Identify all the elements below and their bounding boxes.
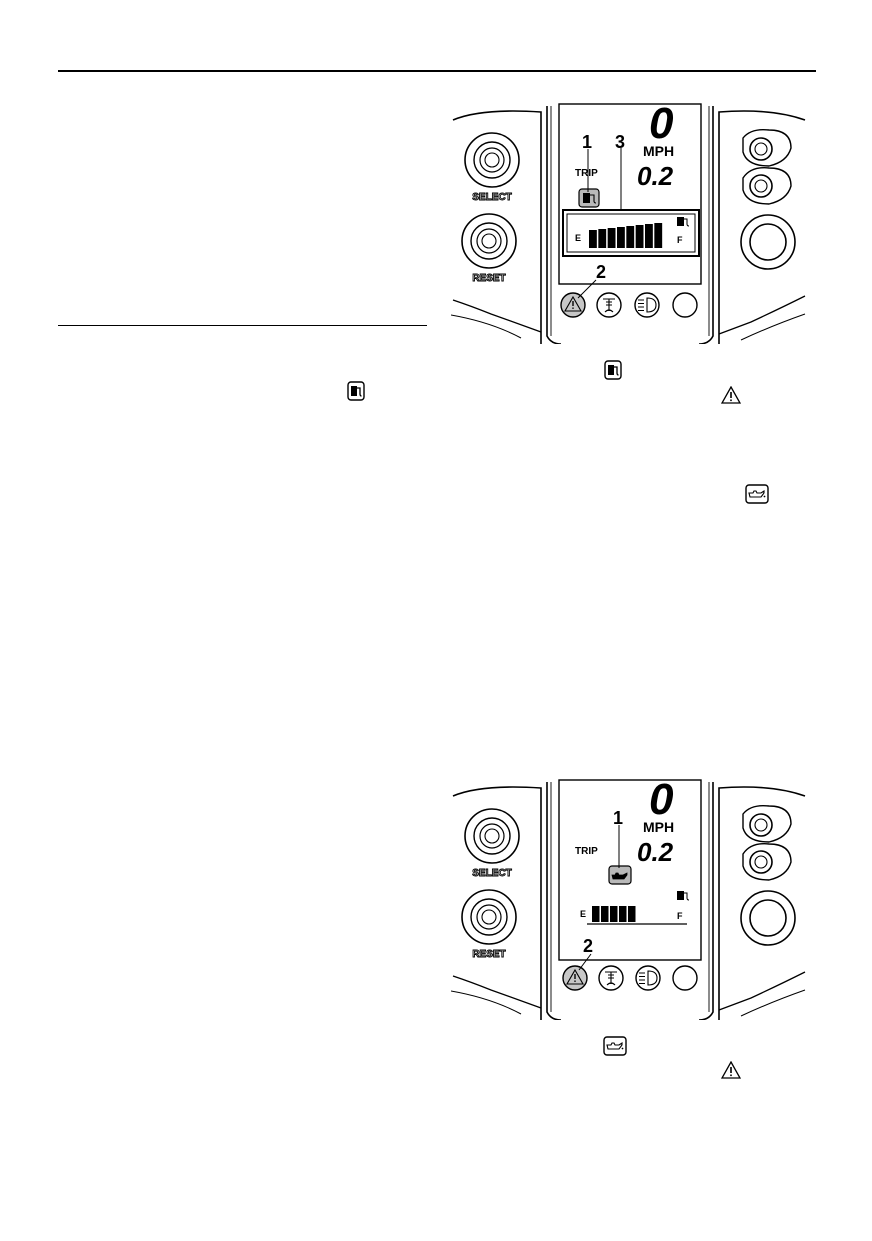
fuel-gauge-segment (654, 223, 663, 248)
right-upper-button[interactable] (749, 137, 773, 161)
instrument-panel-figure-bottom: SELECT RESET 0 MPH 0.2 TRIP E F 1 2 (451, 776, 807, 1020)
speed-digit: 0 (649, 100, 674, 148)
fuel-empty-label: E (575, 233, 581, 243)
select-button[interactable] (464, 132, 520, 188)
select-label: SELECT (472, 868, 511, 879)
odometer-value: 0.2 (637, 837, 674, 867)
fuel-gauge-segment (635, 225, 644, 248)
spare-indicator (672, 965, 698, 991)
right-upper-button[interactable] (749, 813, 773, 837)
fuel-gauge-bars (592, 906, 636, 922)
fuel-gauge-segment (619, 906, 627, 922)
spare-indicator (672, 292, 698, 318)
fuel-gauge-segment (645, 224, 653, 248)
fuel-full-label: F (677, 235, 683, 245)
fuel-full-label: F (677, 911, 683, 921)
fuel-gauge-segment (592, 906, 600, 922)
instrument-panel-drawing: SELECT RESET 0 MPH 0.2 TRIP E F 1 2 (451, 776, 806, 1020)
right-large-button[interactable] (740, 890, 796, 946)
reset-label: RESET (472, 949, 505, 960)
fuel-gauge-segment (598, 229, 607, 248)
fuel-gauge-segment (628, 906, 636, 922)
instrument-panel-figure-top: SELECT RESET 0 MPH 0.2 TRIP E F 1 3 2 (451, 100, 807, 344)
section-rule (58, 325, 427, 326)
header-rule (58, 70, 816, 72)
callout-3: 3 (615, 132, 625, 152)
fuel-empty-label: E (580, 909, 586, 919)
trip-label: TRIP (575, 846, 598, 857)
callout-2: 2 (596, 262, 606, 282)
fuel-gauge-bars (589, 223, 663, 248)
fuel-icon (347, 381, 365, 401)
select-label: SELECT (472, 192, 511, 203)
oil-icon (745, 484, 769, 504)
speed-digit: 0 (649, 776, 674, 824)
odometer-value: 0.2 (637, 161, 674, 191)
fuel-icon (604, 360, 622, 380)
right-large-button[interactable] (740, 214, 796, 270)
right-middle-button[interactable] (749, 174, 773, 198)
reset-button[interactable] (461, 213, 517, 269)
fuel-gauge-segment (610, 906, 618, 922)
callout-1: 1 (613, 808, 623, 828)
warning-icon (721, 1061, 741, 1079)
reset-button[interactable] (461, 889, 517, 945)
right-middle-button[interactable] (749, 850, 773, 874)
reset-label: RESET (472, 273, 505, 284)
trip-label: TRIP (575, 168, 598, 179)
oil-icon (603, 1036, 627, 1056)
callout-1: 1 (582, 132, 592, 152)
fuel-gauge-segment (607, 228, 616, 248)
instrument-panel-drawing: SELECT RESET 0 MPH 0.2 TRIP E F 1 3 2 (451, 100, 806, 344)
select-button[interactable] (464, 808, 520, 864)
fuel-gauge-segment (626, 226, 635, 248)
speed-unit: MPH (643, 143, 674, 159)
fuel-gauge-segment (589, 230, 597, 248)
fuel-gauge-segment (617, 227, 625, 248)
callout-2: 2 (583, 936, 593, 956)
speed-unit: MPH (643, 819, 674, 835)
fuel-gauge-segment (601, 906, 609, 922)
warning-icon (721, 386, 741, 404)
